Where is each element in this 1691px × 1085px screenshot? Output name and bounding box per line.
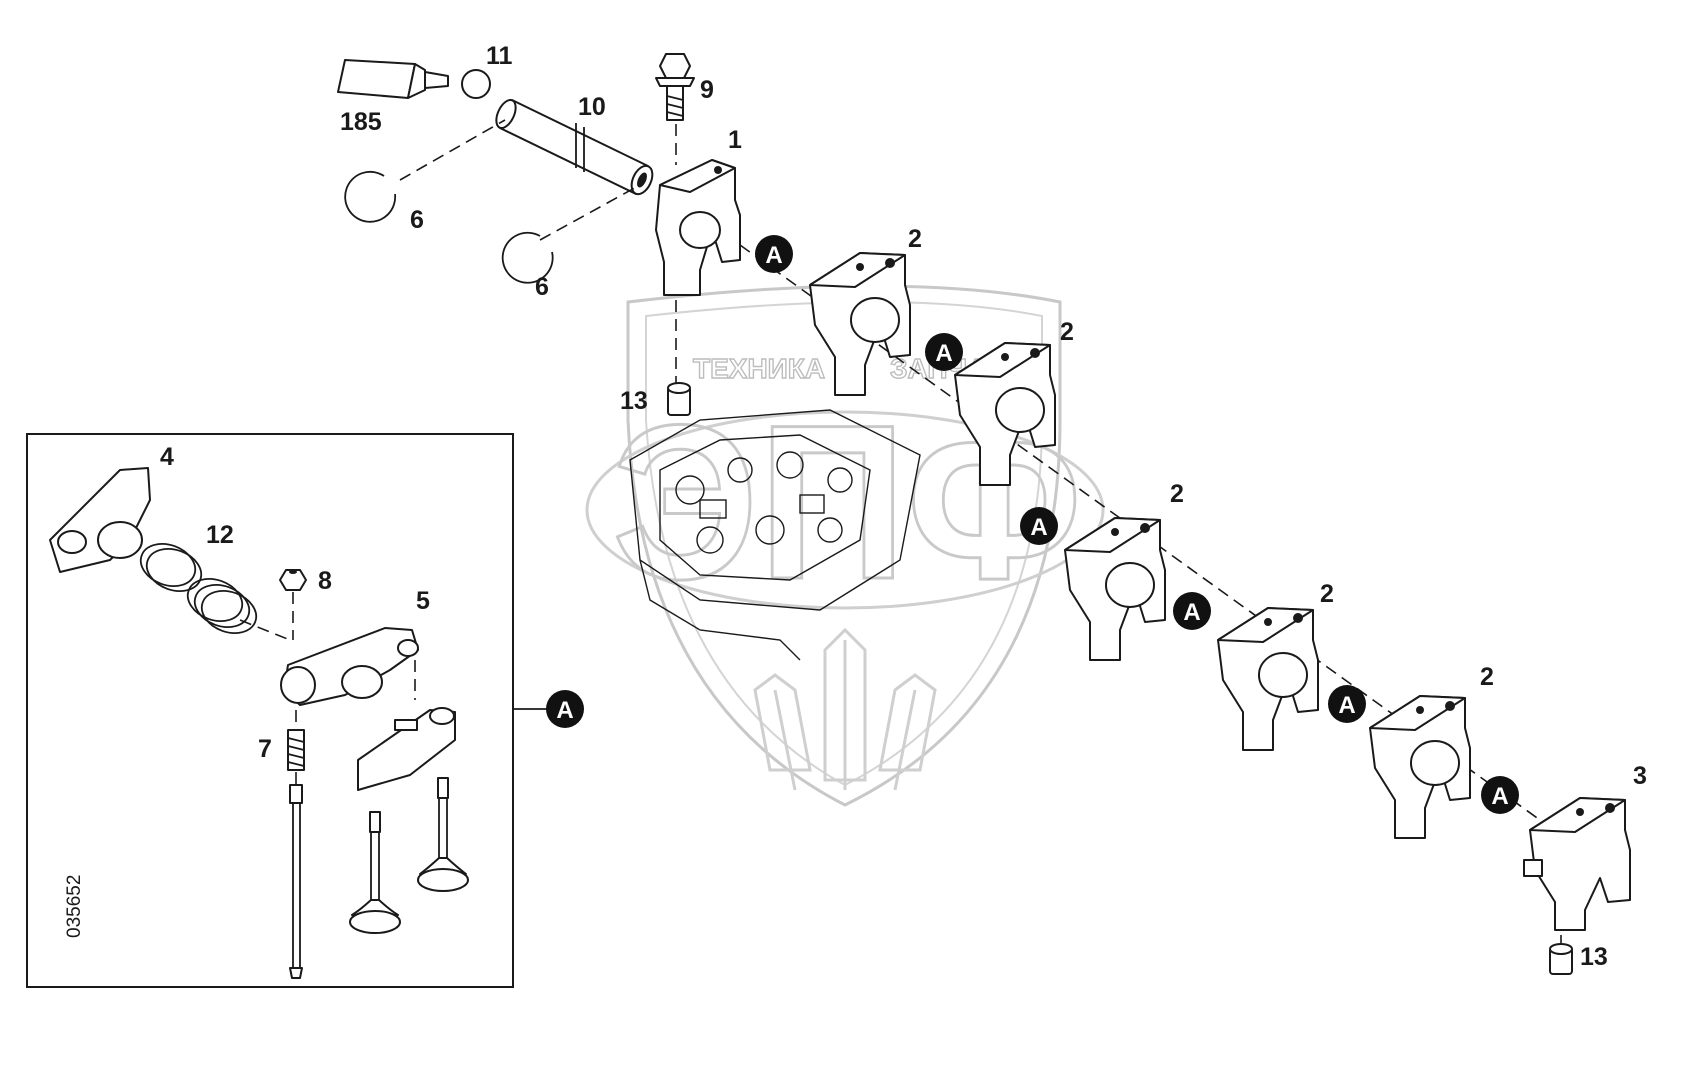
callout-2: 2 [908,225,922,253]
callout-10: 10 [578,93,606,121]
reference-marker-A: A [546,690,584,728]
rocker-bracket-1 [655,159,741,296]
bolt-icon [655,53,695,121]
callout-5: 5 [416,587,430,615]
callout-185: 185 [340,108,382,136]
sleeve-icon [1549,943,1573,975]
callout-7: 7 [258,735,272,763]
rocker-bracket-3 [1523,797,1631,931]
callout-6: 6 [410,206,424,234]
push-rod-icon [289,784,303,979]
rocker-arm-icon [49,467,151,573]
svg-text:A: A [556,697,573,724]
callout-13: 13 [1580,943,1608,971]
watermark-left-word: ТЕХНИКА [693,353,825,384]
rocker-arm-icon [280,627,419,706]
detail-inset-frame [26,433,514,988]
callout-8: 8 [318,567,332,595]
circlip-icon [344,170,554,284]
valve-icon [349,811,401,934]
svg-text:A: A [1030,514,1047,541]
callout-1: 1 [728,126,742,154]
sealant-tube-icon [337,59,449,99]
rocker-shaft-icon [495,98,654,196]
callout-11: 11 [486,42,513,70]
reference-marker-A: A [1328,685,1366,723]
callout-12: 12 [206,521,234,549]
rocker-bracket-2b [954,342,1056,486]
cylinder-head-sketch [629,409,921,661]
callout-2: 2 [1060,318,1074,346]
reference-marker-A: A [1481,776,1519,814]
callout-6: 6 [535,273,549,301]
rocker-bracket-2c [1064,517,1166,661]
valve-bridge-icon [357,707,456,791]
adjuster-screw-icon [287,729,305,771]
callout-2: 2 [1320,580,1334,608]
callout-2: 2 [1480,663,1494,691]
rocker-bracket-2d [1217,607,1319,751]
callout-2: 2 [1170,480,1184,508]
svg-text:A: A [1491,783,1508,810]
reference-marker-A: A [925,333,963,371]
sleeve-icon [667,382,691,416]
svg-text:A: A [1338,692,1355,719]
drawing-reference-number: 035652 [64,875,85,938]
reference-marker-A: A [755,235,793,273]
callout-3: 3 [1633,762,1647,790]
svg-text:A: A [1183,599,1200,626]
callout-4: 4 [160,443,174,471]
svg-text:A: A [935,340,952,367]
rocker-bracket-2a [809,252,911,396]
reference-marker-A: A [1173,592,1211,630]
plug-cap-icon [461,69,491,99]
rocker-bracket-2e [1369,695,1471,839]
watermark-wheat-icon [753,627,937,791]
callout-13: 13 [620,387,648,415]
valve-icon [417,777,469,892]
svg-text:A: A [765,242,782,269]
nut-icon [279,569,307,591]
reference-marker-A: A [1020,507,1058,545]
spring-icon [139,543,258,634]
callout-9: 9 [700,76,714,104]
